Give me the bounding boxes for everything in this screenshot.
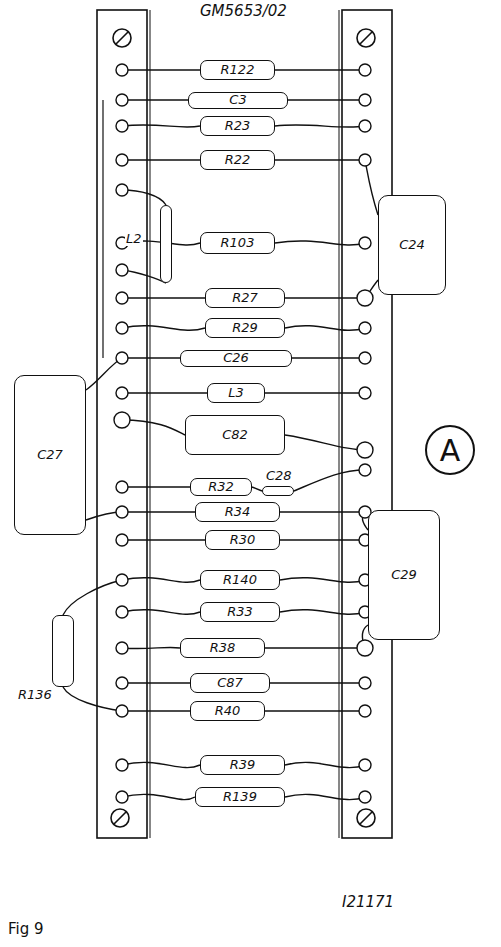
part-label: C24	[399, 238, 425, 252]
part-label: L2	[125, 232, 143, 246]
tag-strip	[97, 10, 147, 838]
figure-caption: Fig 9	[8, 920, 44, 938]
component-body: C82	[185, 415, 285, 455]
component-body: R39	[200, 755, 285, 775]
capacitor-block: C24	[378, 195, 446, 295]
component-body: R23	[200, 116, 275, 136]
part-label: R30	[230, 533, 256, 547]
part-label: R22	[225, 153, 251, 167]
eyelets	[114, 64, 373, 803]
component-body: C28	[262, 486, 294, 496]
part-label: R34	[225, 505, 251, 519]
part-label: C28	[265, 469, 293, 483]
wires	[63, 70, 378, 800]
component-body: C87	[190, 673, 270, 693]
capacitor-block: C27	[14, 375, 86, 535]
part-label: C29	[391, 568, 417, 582]
part-label: R136	[17, 688, 53, 702]
view-marker: A	[425, 425, 475, 475]
part-label: L3	[228, 386, 244, 400]
part-label: C82	[222, 428, 248, 442]
part-label: R122	[221, 63, 255, 77]
component-body: R122	[200, 60, 275, 80]
component-body: C26	[180, 350, 292, 367]
component-body: R103	[200, 232, 275, 254]
part-label: R103	[221, 236, 255, 250]
part-label: R38	[210, 641, 236, 655]
part-label: C87	[217, 676, 243, 690]
part-label: C27	[37, 448, 63, 462]
part-label: C3	[229, 93, 246, 107]
part-label: R39	[230, 758, 256, 772]
component-body: R140	[200, 570, 280, 590]
component-body: R38	[180, 638, 265, 658]
part-label: A	[440, 434, 461, 467]
component-body: R32	[190, 478, 252, 496]
component-body: C3	[188, 92, 288, 109]
component-body: L3	[207, 383, 265, 403]
component-body: R22	[200, 150, 275, 170]
part-label: R140	[223, 573, 257, 587]
part-label: C26	[223, 351, 249, 365]
part-label: R40	[215, 704, 241, 718]
component-body: R29	[205, 318, 285, 338]
component-body: R33	[200, 602, 280, 622]
capacitor-block: C29	[368, 510, 440, 640]
part-label: R27	[232, 291, 258, 305]
component-body: R27	[205, 288, 285, 308]
tag-strip	[342, 10, 392, 838]
drawing-number: I21171	[342, 893, 394, 911]
drawing-number: GM5653/02	[200, 2, 287, 20]
component-body: R139	[195, 787, 285, 807]
part-label: R32	[208, 480, 234, 494]
component-body: R40	[190, 701, 265, 721]
component-body: R30	[205, 530, 280, 550]
part-label: R29	[232, 321, 258, 335]
component-body: R136	[52, 615, 74, 687]
part-label: R23	[225, 119, 251, 133]
component-body: R34	[195, 502, 280, 522]
component-body: L2	[160, 205, 172, 283]
part-label: R139	[223, 790, 257, 804]
part-label: R33	[227, 605, 253, 619]
